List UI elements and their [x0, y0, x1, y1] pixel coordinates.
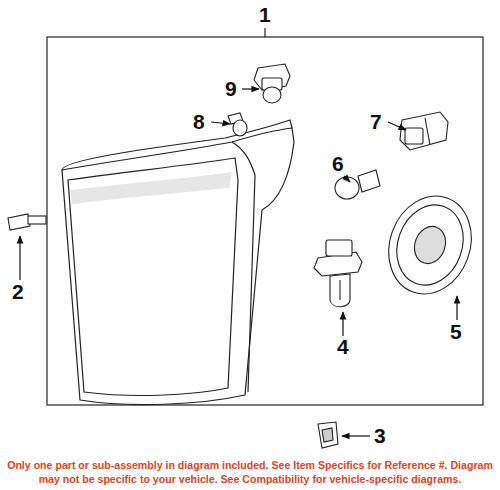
leader-line	[264, 28, 265, 37]
callout-number: 8	[193, 111, 205, 133]
assembly-frame	[47, 37, 483, 405]
leader-arrow	[456, 296, 457, 320]
leader-arrow	[242, 88, 259, 89]
lens-outline	[68, 158, 238, 395]
bulb-glass	[330, 274, 350, 307]
disclaimer-caption: Only one part or sub-assembly in diagram…	[4, 458, 496, 486]
cover-outer	[375, 184, 484, 305]
clip-3	[318, 422, 338, 448]
leader-arrow	[344, 176, 350, 182]
leader-arrow	[211, 122, 230, 124]
bolt-shank	[28, 216, 46, 224]
dust-cover-5	[375, 184, 484, 305]
leader-arrows	[20, 89, 457, 436]
halogen-bulb-4	[314, 240, 362, 307]
housing-body	[62, 128, 294, 405]
filament	[339, 280, 340, 300]
socket-body	[400, 112, 448, 150]
bulb-socket-9	[254, 64, 290, 103]
cover-ring	[386, 196, 474, 295]
bulb-base	[358, 170, 380, 192]
clip-body	[318, 422, 338, 448]
callout-number: 3	[374, 425, 386, 447]
callout-number: 5	[450, 321, 462, 343]
bulb-8	[228, 113, 247, 136]
callout-number: 1	[259, 4, 271, 26]
bulb-glass	[233, 120, 247, 136]
bulb-socket-7	[400, 112, 448, 150]
bulb-glass	[263, 87, 281, 103]
headlamp-housing	[62, 120, 294, 405]
cover-hole	[409, 222, 450, 268]
callout-number: 4	[337, 336, 349, 358]
bolt-2	[8, 214, 46, 230]
lens-shade	[70, 172, 232, 204]
callout-number: 2	[12, 281, 24, 303]
socket-rib	[425, 118, 430, 145]
callout-number: 9	[225, 78, 237, 100]
socket-flange	[254, 64, 290, 90]
leader-arrow	[19, 236, 20, 280]
callout-number: 6	[332, 153, 344, 175]
clip-tab	[322, 428, 333, 442]
bulb-base	[326, 240, 352, 256]
leader-arrow	[342, 312, 343, 336]
bulb-glass	[335, 177, 359, 199]
bezel-top	[62, 120, 292, 170]
leader-arrow	[342, 435, 370, 436]
callout-number: 7	[370, 111, 382, 133]
leader-arrow	[388, 122, 406, 130]
connector	[405, 128, 423, 144]
lens-edge	[232, 142, 255, 392]
bolt-head	[8, 214, 30, 230]
